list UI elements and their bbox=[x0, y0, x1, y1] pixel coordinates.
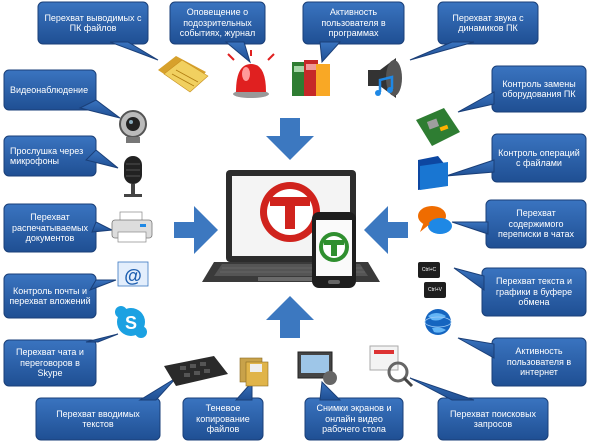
chat-bubbles-icon bbox=[418, 206, 452, 234]
ctrl-c-key: Ctrl+C bbox=[421, 267, 437, 273]
bubble-shape-chat bbox=[451, 199, 587, 249]
bubble-alerts: Оповещение о подозрительных событиях, жу… bbox=[179, 7, 256, 39]
bubble-shape-screenshots bbox=[304, 380, 404, 441]
bubble-shape-shadow-copy bbox=[182, 380, 264, 441]
bubble-search-queries: Перехват поисковых запросов bbox=[449, 408, 537, 430]
arrow-left bbox=[364, 206, 408, 254]
bubble-hardware-control: Контроль замены оборудования ПК bbox=[502, 78, 576, 100]
search-magnifier-icon bbox=[369, 345, 414, 388]
bubble-video-surveillance: Видеонаблюдение bbox=[10, 84, 89, 95]
speaker-icon bbox=[368, 58, 402, 98]
bubble-audio-capture: Перехват звука с динамиков ПК bbox=[452, 12, 524, 34]
smartphone-icon bbox=[312, 212, 356, 288]
svg-text:@: @ bbox=[124, 266, 142, 286]
software-boxes-icon bbox=[292, 60, 330, 96]
arrow-down bbox=[266, 118, 314, 160]
bubble-mail-control: Контроль почты и перехват вложений bbox=[9, 285, 91, 307]
bubble-shape-hardware bbox=[457, 65, 587, 113]
svg-text:S: S bbox=[125, 313, 137, 333]
arrow-right bbox=[174, 206, 218, 254]
alarm-light-icon bbox=[227, 50, 275, 98]
bubble-file-transfer: Перехват выводимых с ПК файлов bbox=[44, 12, 142, 34]
bubble-shape-alerts bbox=[169, 1, 266, 64]
email-icon: @ bbox=[117, 261, 149, 287]
globe-icon bbox=[424, 309, 452, 335]
bubble-shape-search bbox=[409, 377, 549, 441]
printer-icon bbox=[111, 211, 153, 243]
keyboard-icon bbox=[164, 356, 228, 386]
bubble-program-activity: Активность пользователя в программах bbox=[321, 7, 386, 39]
webcam-icon bbox=[119, 110, 147, 143]
bubble-microphone: Прослушка через микрофоны bbox=[10, 145, 84, 167]
video-camera-icon bbox=[297, 351, 337, 385]
bubble-clipboard: Перехват текста и графики в буфере обмен… bbox=[495, 276, 573, 308]
bubble-screenshots: Снимки экранов и онлайн видео рабочего с… bbox=[316, 403, 392, 435]
bubble-internet-activity: Активность пользователя в интернет bbox=[506, 346, 572, 378]
bubble-shape-internet bbox=[457, 337, 587, 387]
bubble-print-capture: Перехват распечатываемых документов bbox=[11, 212, 89, 244]
bubble-shape-print bbox=[3, 203, 114, 253]
documents-icon bbox=[158, 56, 209, 93]
floppy-disks-icon bbox=[239, 357, 269, 387]
bubble-shape-microphone bbox=[3, 135, 119, 177]
bubble-keylogger: Перехват вводимых текстов bbox=[56, 408, 140, 430]
bubble-shape-clipboard bbox=[453, 267, 587, 317]
bubble-shape-mail bbox=[3, 273, 117, 319]
arrow-up bbox=[266, 296, 314, 338]
bubble-shape-file-transfer bbox=[37, 1, 159, 61]
bubble-shape-program-activity bbox=[302, 1, 405, 64]
copy-paste-keys-icon bbox=[418, 262, 446, 298]
motherboard-icon bbox=[416, 108, 460, 146]
folder-icon bbox=[418, 156, 448, 190]
bubble-chat-content: Перехват содержимого переписки в чатах bbox=[497, 208, 575, 240]
bubble-shape-audio-capture bbox=[409, 1, 539, 61]
skype-icon: S bbox=[115, 306, 147, 338]
bubble-skype: Перехват чата и переговоров в Skype bbox=[16, 347, 84, 379]
microphone-icon bbox=[124, 156, 142, 197]
bubble-shape-keylogger bbox=[35, 377, 177, 441]
bubble-shadow-copy: Теневое копирование файлов bbox=[196, 403, 250, 435]
bubble-file-operations: Контроль операций с файлами bbox=[498, 147, 580, 169]
ctrl-v-key: Ctrl+V bbox=[427, 287, 443, 293]
bubble-shape-file-ops bbox=[445, 133, 587, 183]
bubble-shape-skype bbox=[3, 333, 119, 387]
bubble-shape-video bbox=[3, 69, 121, 119]
